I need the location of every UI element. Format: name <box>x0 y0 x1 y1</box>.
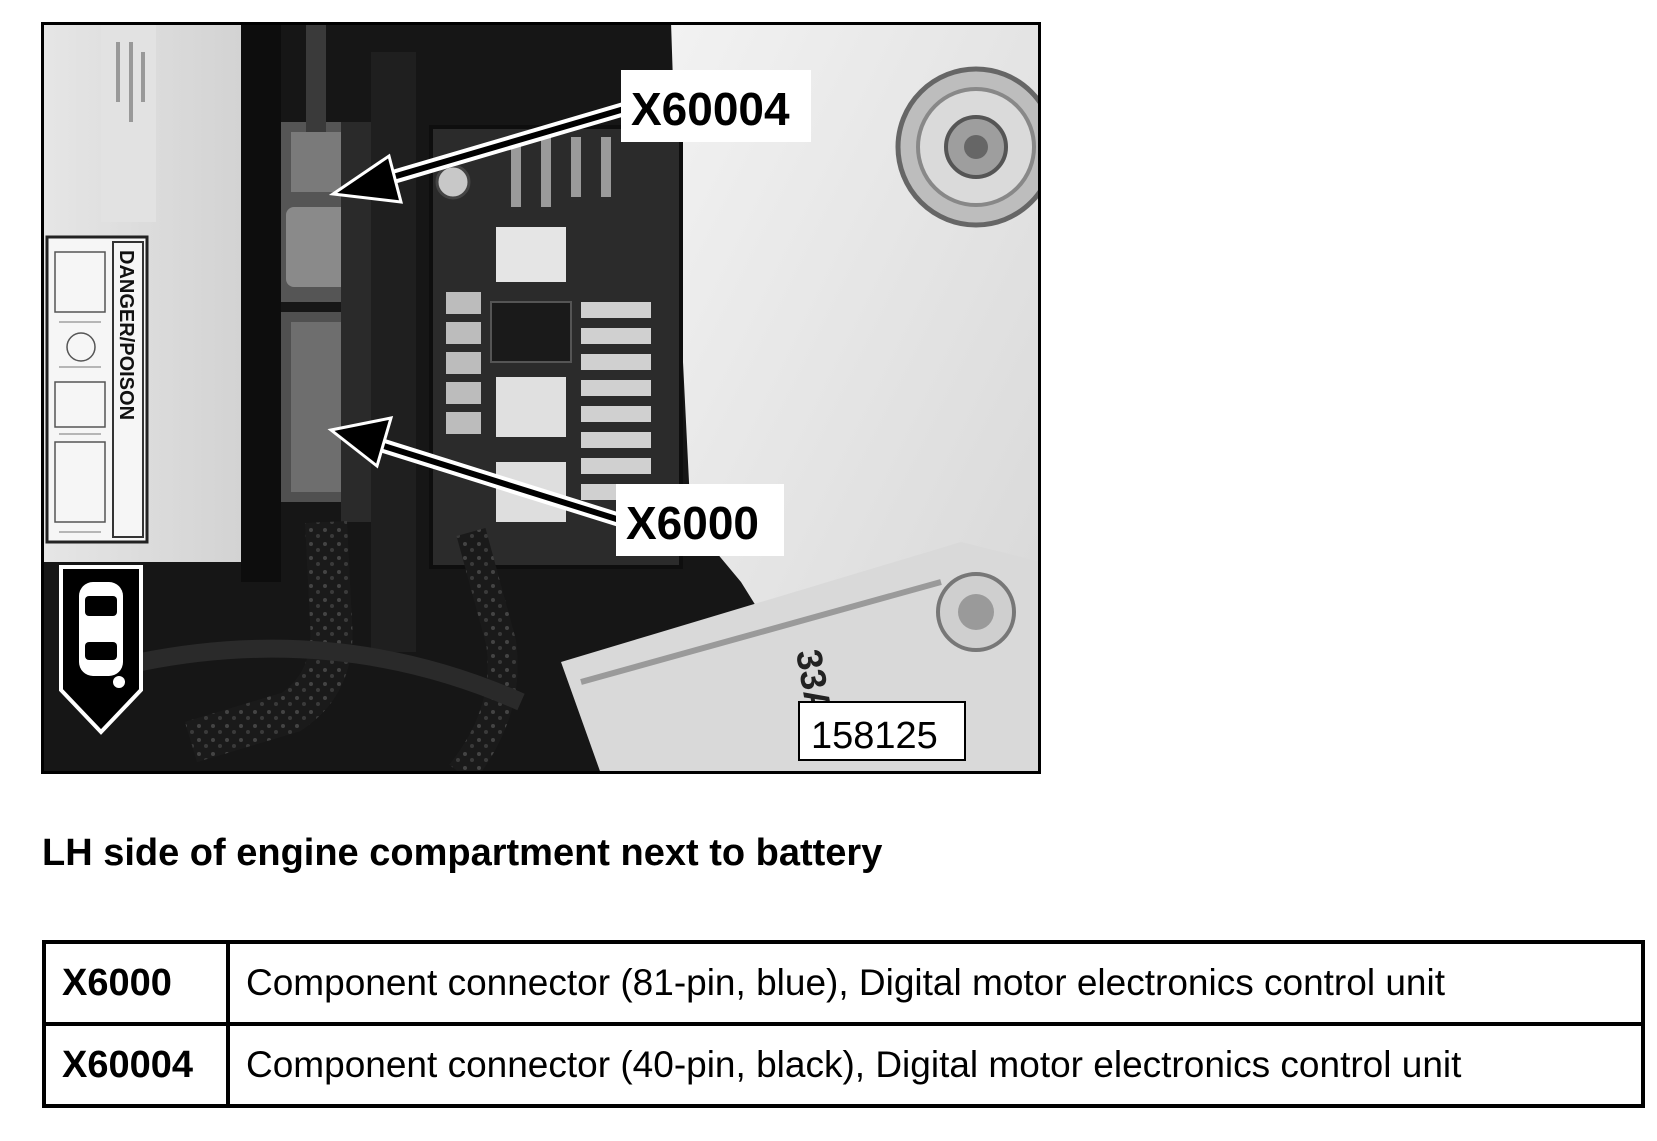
connector-description: Component connector (40-pin, black), Dig… <box>226 1022 1645 1108</box>
table-row: X6000 Component connector (81-pin, blue)… <box>42 940 1645 1026</box>
connector-code: X6000 <box>42 940 230 1026</box>
figure-caption: LH side of engine compartment next to ba… <box>42 832 883 874</box>
callout-label-x6000: X6000 <box>626 497 759 549</box>
engine-compartment-figure: 33A DANGER/POISON <box>41 22 1041 774</box>
connector-description: Component connector (81-pin, blue), Digi… <box>226 940 1645 1026</box>
callout-label-x60004: X60004 <box>631 83 790 135</box>
sticker-warning-text: DANGER/POISON <box>115 250 137 420</box>
car-location-icon <box>59 565 143 735</box>
connector-code: X60004 <box>42 1022 230 1108</box>
connector-legend-table: X6000 Component connector (81-pin, blue)… <box>42 940 1645 1108</box>
callout-arrow-x6000 <box>327 416 629 529</box>
callout-arrow-x60004 <box>328 100 633 204</box>
image-number: 158125 <box>811 715 938 757</box>
engine-compartment-photo: 33A DANGER/POISON <box>41 22 1041 774</box>
table-row: X60004 Component connector (40-pin, blac… <box>42 1022 1645 1108</box>
